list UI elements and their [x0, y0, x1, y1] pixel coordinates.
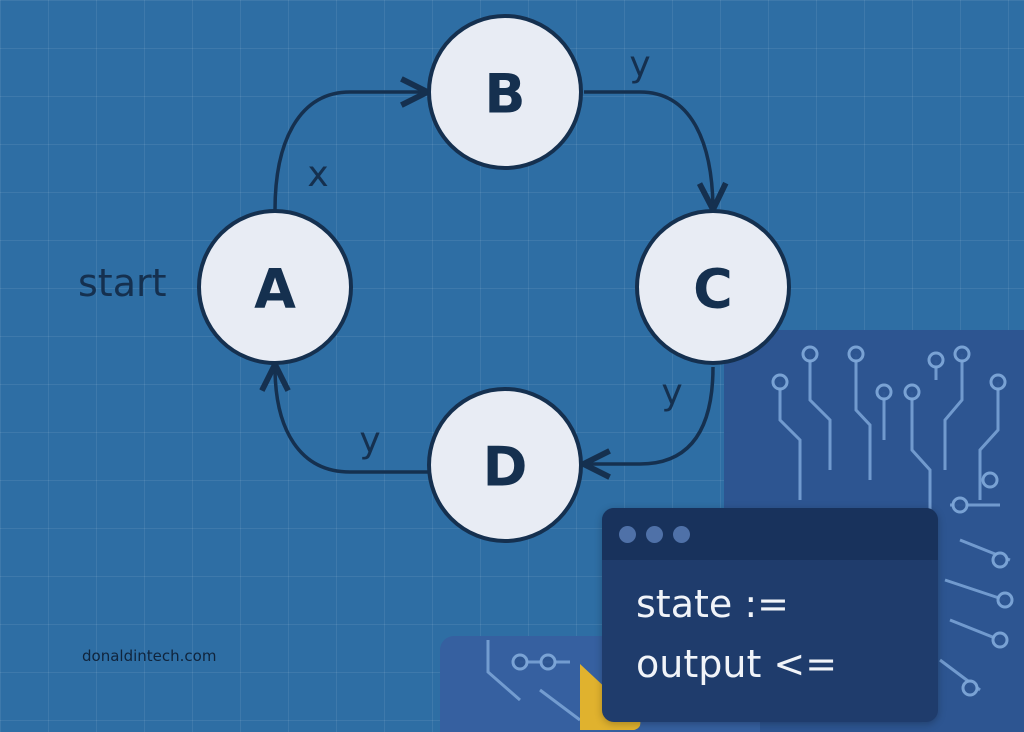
code-window: state := output <= — [602, 508, 938, 722]
window-dot-icon — [619, 525, 636, 543]
window-dot-icon — [673, 525, 690, 543]
state-label-a: A — [254, 258, 296, 321]
code-line: state := — [636, 582, 789, 626]
circuit-traces-bottom — [486, 640, 581, 722]
code-window-titlebar — [602, 508, 938, 560]
state-node-d: D — [427, 387, 583, 543]
state-node-c: C — [635, 209, 791, 365]
edge-d-to-a — [275, 367, 428, 474]
circuit-pads-right — [771, 345, 1014, 697]
state-label-d: D — [483, 436, 528, 499]
state-label-c: C — [693, 258, 733, 321]
start-label: start — [78, 261, 167, 305]
code-body: state := output <= — [602, 560, 938, 694]
state-label-b: B — [484, 63, 525, 126]
edge-b-to-c — [584, 90, 713, 207]
site-watermark: donaldintech.com — [82, 647, 217, 665]
edge-label-b-c: y — [629, 44, 650, 85]
code-line: output <= — [636, 642, 838, 686]
state-node-b: B — [427, 14, 583, 170]
edge-label-c-d: y — [661, 372, 682, 413]
edge-a-to-b — [273, 92, 425, 211]
edge-c-to-d — [586, 366, 715, 464]
window-dot-icon — [646, 525, 663, 543]
state-node-a: A — [197, 209, 353, 365]
edge-label-d-a: y — [359, 420, 380, 461]
edge-label-a-b: x — [307, 154, 328, 195]
